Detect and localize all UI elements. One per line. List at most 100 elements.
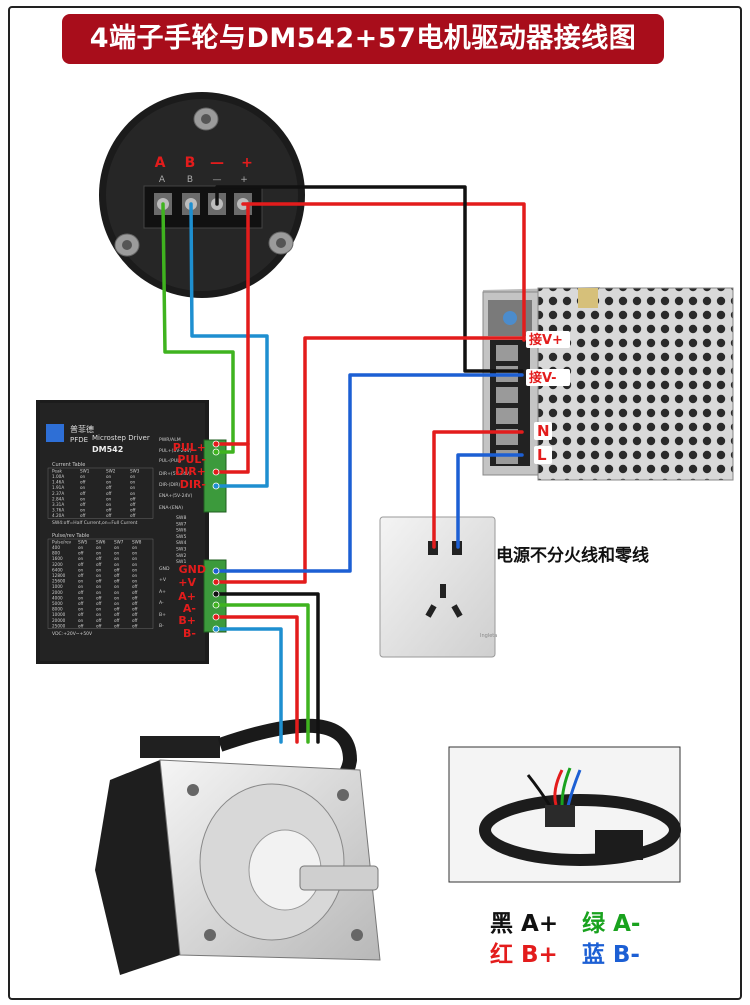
outlet-plate <box>379 516 496 658</box>
handwheel-sublabel-b: B <box>187 175 193 185</box>
pulse-table-cell: on <box>78 595 84 600</box>
legend-green-term: A- <box>613 911 641 937</box>
pulse-table-cell: SW6 <box>96 539 106 544</box>
current-table-cell: on <box>106 502 112 507</box>
legend-red-name: 红 <box>490 942 513 968</box>
psu-label-v-minus: 接V- <box>529 370 557 386</box>
switch-label: SW7 <box>176 521 186 527</box>
pulse-table-cell: off <box>114 607 120 612</box>
pulse-table-cell: off <box>78 551 84 556</box>
current-table-cell: off <box>106 491 112 496</box>
pulse-table-cell: 800 <box>52 551 60 556</box>
pulse-table-cell: 1600 <box>52 556 63 561</box>
switch-label: SW3 <box>176 547 186 553</box>
pulse-table-cell: on <box>78 567 84 572</box>
pulse-table-cell: on <box>132 551 138 556</box>
current-table-title: Current Table <box>52 462 85 468</box>
switch-label: SW5 <box>176 534 186 540</box>
current-table-cell: off <box>80 480 86 485</box>
current-table-cell: off <box>80 513 86 518</box>
current-table-cell: off <box>80 502 86 507</box>
current-table-cell: on <box>80 474 86 479</box>
psu-label-n: N <box>537 422 550 440</box>
stepper-driver: 普菲德 PFDE Microstep Driver DM542 Current … <box>36 400 227 664</box>
pulse-table-cell: 5000 <box>52 601 63 606</box>
legend-row-2: 红 B+ 蓝 B- <box>490 935 640 969</box>
driver-terminal-dot <box>212 613 220 621</box>
psu-label-l: L <box>537 446 547 464</box>
switch-label: SW1 <box>176 559 186 565</box>
current-table-cell: on <box>106 474 112 479</box>
handwheel-label-a: A <box>155 155 166 171</box>
legend-black-name: 黑 <box>490 911 513 937</box>
pulse-table-cell: on <box>114 562 120 567</box>
wire-red-psu-v-plus-to-driver-v <box>214 336 524 584</box>
driver-print-bottom-text: A+ <box>159 589 166 595</box>
pulse-table-cell: off <box>96 579 102 584</box>
handwheel-label-b: B <box>185 155 196 171</box>
handwheel-sublabel-a: A <box>159 175 166 185</box>
pulse-table-cell: 25600 <box>52 579 66 584</box>
pulse-table-cell: on <box>96 590 102 595</box>
current-table-cell: on <box>130 485 136 490</box>
current-table-cell: 1.00A <box>52 474 64 479</box>
pulse-table-cell: on <box>78 607 84 612</box>
pulse-table-cell: on <box>96 551 102 556</box>
pulse-table-cell: on <box>96 607 102 612</box>
label-pul-minus: PUL- <box>177 453 206 466</box>
pulse-table-cell: on <box>96 612 102 617</box>
pulse-table-cell: off <box>114 579 120 584</box>
pulse-table-cell: off <box>96 562 102 567</box>
pulse-table-cell: off <box>78 562 84 567</box>
current-table-cell: Peak <box>52 468 63 473</box>
driver-print-top-text: PWR/ALM <box>159 437 181 443</box>
driver-print-bottom-text: A- <box>159 600 164 606</box>
pulse-table-cell: on <box>132 567 138 572</box>
pulse-table-cell: off <box>78 612 84 617</box>
label-a-minus: A- <box>183 602 196 615</box>
driver-terminal-dot <box>212 601 220 609</box>
driver-model: DM542 <box>92 445 123 454</box>
pulse-table-cell: on <box>114 584 120 589</box>
pulse-table-cell: on <box>96 545 102 550</box>
pulse-table-cell: off <box>78 590 84 595</box>
driver-vdc: VDC:+20V~+50V <box>52 631 93 637</box>
wire-black-a-plus <box>214 592 320 744</box>
driver-print-top-text: PUL-(PUL) <box>159 458 182 464</box>
pulse-table-cell: on <box>132 545 138 550</box>
current-table-cell: 2.37A <box>52 491 64 496</box>
pulse-table-cell: off <box>96 601 102 606</box>
driver-print-top-text: DIR+(5V-24V) <box>159 471 191 477</box>
psu-label-v-plus: 接V+ <box>529 332 563 348</box>
current-table-cell: SW1 <box>80 468 90 473</box>
wall-outlet: Ingleta <box>379 516 497 658</box>
current-table-cell: 3.76A <box>52 508 64 513</box>
current-table-cell: SW3 <box>130 468 140 473</box>
pulse-table-cell: off <box>132 618 138 623</box>
pulse-table-cell: off <box>132 595 138 600</box>
wire-green-a-to-pul-minus <box>161 202 235 454</box>
psu-vented-cover <box>537 287 734 481</box>
handwheel-sublabel-plus: + <box>240 175 248 185</box>
driver-print-bottom-text: B+ <box>159 612 166 618</box>
pulse-table-cell: on <box>132 562 138 567</box>
driver-print-top-text: DIR-(DIR) <box>159 482 180 488</box>
wire-blue-outlet-to-psu-l <box>456 453 524 549</box>
driver-print-bottom-text: GND <box>159 566 170 572</box>
pulse-table-cell: on <box>114 601 120 606</box>
page-title: 4端子手轮与DM542+57电机驱动器接线图 <box>62 14 664 64</box>
pulse-table-cell: on <box>78 556 84 561</box>
current-table-cell: off <box>106 485 112 490</box>
driver-print-top-text: ENA+(5V-24V) <box>159 493 193 499</box>
pulse-table-cell: off <box>114 573 120 578</box>
legend-row-1: 黑 A+ 绿 A- <box>490 904 640 938</box>
pulse-table-cell: off <box>78 623 84 628</box>
wire-red-b-plus <box>214 615 299 744</box>
current-table-cell: on <box>106 480 112 485</box>
driver-print-top-text: ENA-(ENA) <box>159 505 183 511</box>
pulse-table-cell: 400 <box>52 545 60 550</box>
label-gnd: GND <box>179 563 206 576</box>
driver-terminal-dot <box>212 440 220 448</box>
